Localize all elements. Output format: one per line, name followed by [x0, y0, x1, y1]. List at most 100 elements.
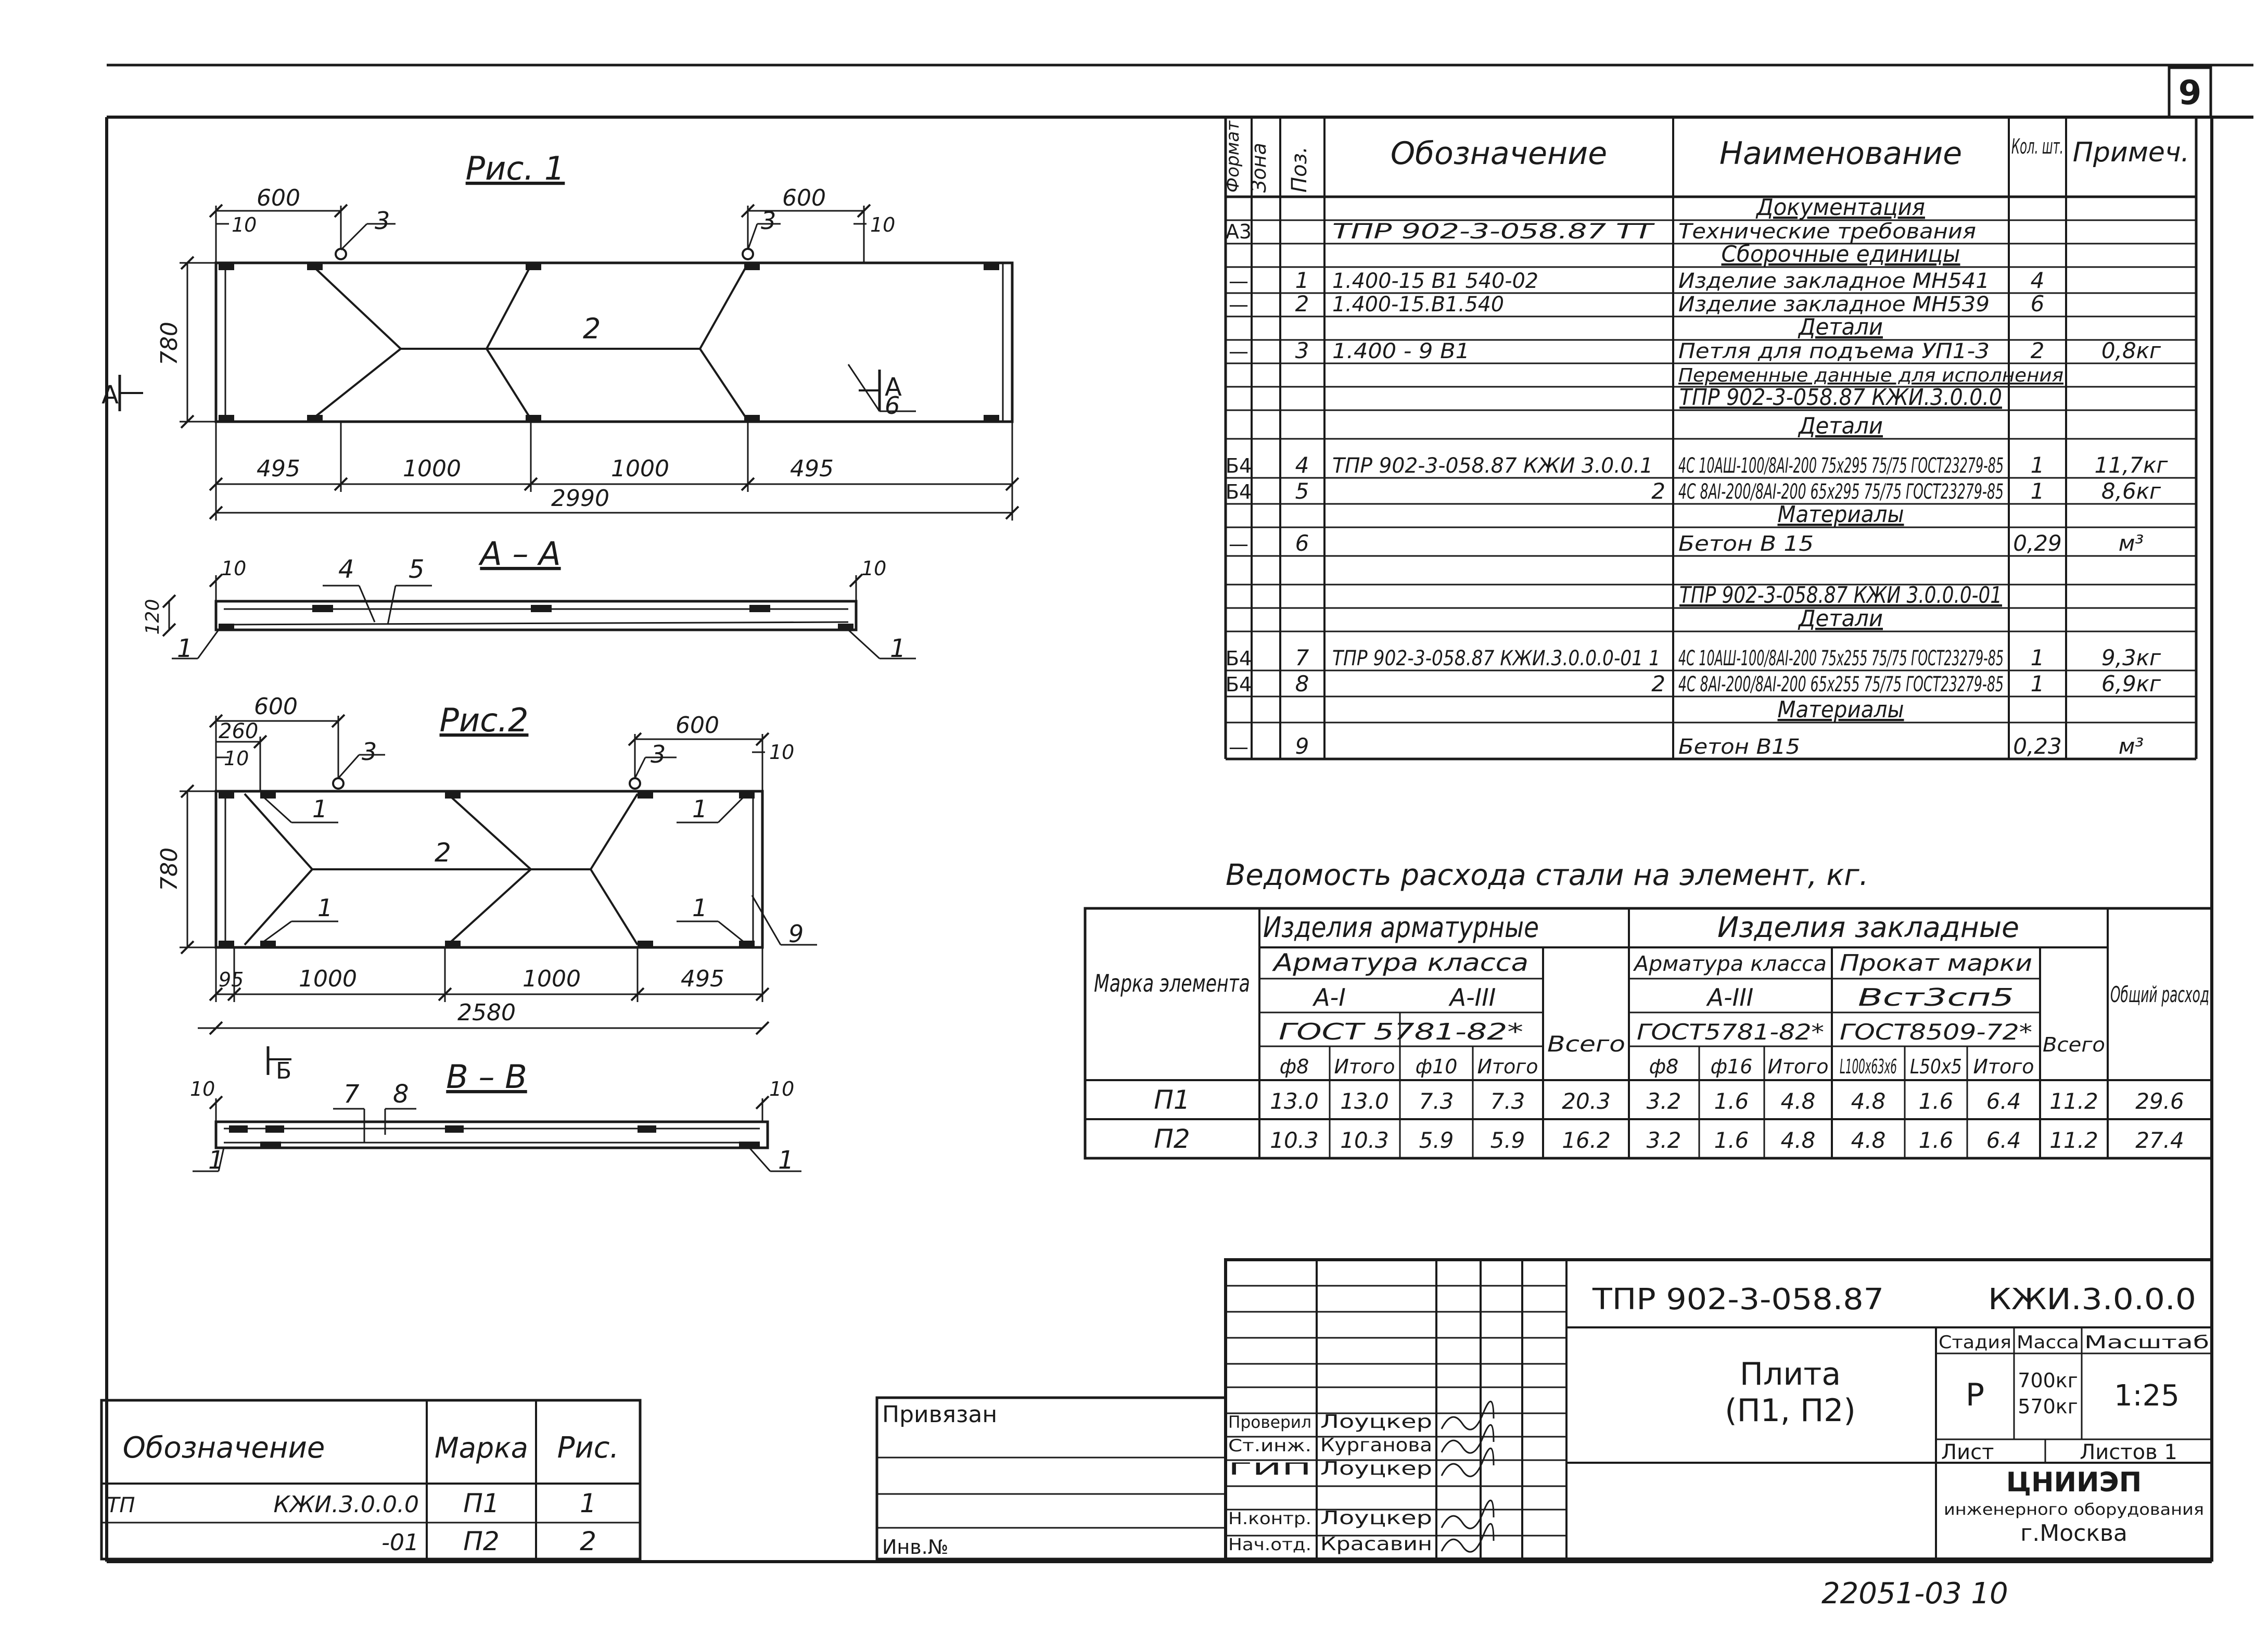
dim-2990: 2990 [551, 485, 609, 512]
spec-header-zone: Зона [1247, 143, 1270, 193]
embedded-plate [739, 1142, 760, 1149]
embedded-plate [526, 263, 541, 270]
steel-row-mark: П1 [1154, 1085, 1190, 1115]
embedded-plate [312, 605, 333, 612]
embedded-plate [219, 263, 234, 270]
dimension-tick [1005, 477, 1020, 491]
vt-cell-fig: 2 [580, 1526, 596, 1556]
spec-cell-format: А3 [1226, 220, 1252, 243]
spec-header-qty: Кол. шт. [2011, 135, 2063, 159]
role-name: Лоуцкер [1320, 1411, 1432, 1433]
dimension-tick [180, 414, 195, 429]
dimension-tick [209, 1095, 223, 1110]
spec-section-title: Детали [1798, 413, 1883, 439]
h-vst: Вст3сп5 [1858, 983, 2014, 1011]
scale-header: Масштаб [2084, 1332, 2209, 1353]
h-vsego: Всего [2043, 1033, 2105, 1056]
fig2-title: Рис.2 [440, 701, 529, 739]
spec-cell-name: Технические требования [1678, 220, 1976, 244]
embedded-plate [307, 415, 323, 422]
spec-cell-format: — [1229, 340, 1248, 363]
plate-outline [214, 790, 764, 949]
spec-cell-designation: ТПР 902-3-058.87 ТТ [1332, 220, 1655, 244]
dim-120: 120 [142, 599, 163, 635]
spec-cell-qty: 0,23 [2013, 733, 2062, 759]
dim-2580: 2580 [457, 999, 516, 1026]
spec-header-format: Формат [1222, 120, 1243, 193]
steel-consumption-table: Ведомость расхода стали на элемент, кг.М… [1084, 858, 2213, 1160]
h-col: Итого [1973, 1055, 2034, 1078]
spec-cell-pos: 1 [1295, 268, 1309, 293]
steel-cell: 4.8 [1781, 1128, 1816, 1153]
sheet-label: Лист [1941, 1440, 1994, 1464]
dim-1000: 1000 [299, 966, 357, 992]
embedded-plate [260, 791, 276, 799]
dimension-tick [209, 505, 223, 520]
h-col: Итого [1477, 1055, 1538, 1078]
spec-cell-designation: 2 [1651, 671, 1665, 696]
plate-outline [214, 261, 1014, 423]
h-col: ф8 [1280, 1055, 1309, 1078]
reinforcement-bar [699, 265, 748, 349]
spec-cell-qty: 4 [2031, 268, 2045, 293]
h-col: Итого [1334, 1055, 1395, 1078]
leader-line [751, 895, 782, 945]
h-col: Итого [1767, 1055, 1828, 1078]
steel-cell: 10.3 [1270, 1128, 1319, 1153]
leader-line [717, 795, 745, 824]
spec-cell-format: — [1229, 293, 1248, 316]
steel-cell: 6.4 [1986, 1088, 2021, 1114]
embedded-plate [445, 791, 461, 799]
dimension-tick [849, 573, 863, 588]
spec-cell-name: 4С 8АI-200/8АI-200 65х295 75/75 ГОСТ2327… [1678, 480, 2004, 504]
spec-header-designation: Обозначение [1391, 135, 1607, 172]
embedded-plate [219, 791, 234, 799]
spec-cell-designation: 1.400 - 9 В1 [1332, 339, 1470, 363]
sheets-label: Листов 1 [2080, 1440, 2177, 1464]
embedded-plate [526, 415, 541, 422]
embedded-plate [749, 605, 770, 612]
spec-cell-format: — [1229, 270, 1248, 293]
stage-header: Стадия [1939, 1332, 2011, 1353]
reinforcement-bar [486, 348, 532, 420]
h-armat: Изделия арматурные [1263, 911, 1539, 944]
section-rebar [223, 621, 849, 626]
h-col: ф10 [1416, 1055, 1458, 1078]
dim-780: 780 [156, 847, 183, 891]
section-a-a-title: А – А [478, 535, 560, 573]
steel-cell: 1.6 [1919, 1128, 1954, 1153]
spec-cell-qty: 1 [2031, 671, 2045, 696]
doc-code: ТПР 902-3-058.87 [1592, 1283, 1884, 1316]
spec-cell-name: Бетон В 15 [1678, 532, 1814, 556]
spec-header-pos: Поз. [1288, 146, 1311, 193]
steel-cell: 1.6 [1714, 1128, 1749, 1153]
embedded-plate [265, 1125, 284, 1133]
h-total: Общий расход [2110, 982, 2209, 1007]
reinforcement-bar [447, 868, 532, 946]
dimension-tick [741, 477, 755, 491]
embedded-plate [260, 1142, 281, 1149]
privyazan-label: Привязан [882, 1401, 997, 1428]
steel-cell: 4.8 [1851, 1088, 1886, 1114]
dim-1000: 1000 [611, 455, 669, 482]
dimension-tick [755, 1021, 770, 1035]
spec-cell-designation: 1.400-15.В1.540 [1332, 293, 1504, 316]
h-col: ф16 [1711, 1055, 1753, 1078]
dim-95: 95 [219, 968, 244, 991]
spec-cell-qty: 6 [2031, 291, 2045, 316]
dimension-tick [162, 623, 176, 637]
steel-cell: 5.9 [1490, 1128, 1525, 1153]
org-name: инженерного оборудования [1944, 1501, 2204, 1519]
leader-1: 1 [177, 634, 193, 663]
steel-row-mark: П2 [1154, 1124, 1190, 1154]
leader-1: 1 [312, 795, 327, 823]
spec-cell-pos: 8 [1295, 671, 1309, 696]
dim-10-left: 10 [232, 213, 257, 236]
dimension-tick [180, 256, 195, 270]
mass-value: 700кг [2018, 1369, 2078, 1392]
dimension-tick [209, 987, 223, 1002]
section-mark-b: Б [276, 1058, 291, 1084]
spec-cell-qty: 2 [2031, 338, 2045, 363]
steel-cell: 3.2 [1647, 1088, 1681, 1114]
steel-cell: 13.0 [1340, 1088, 1389, 1114]
